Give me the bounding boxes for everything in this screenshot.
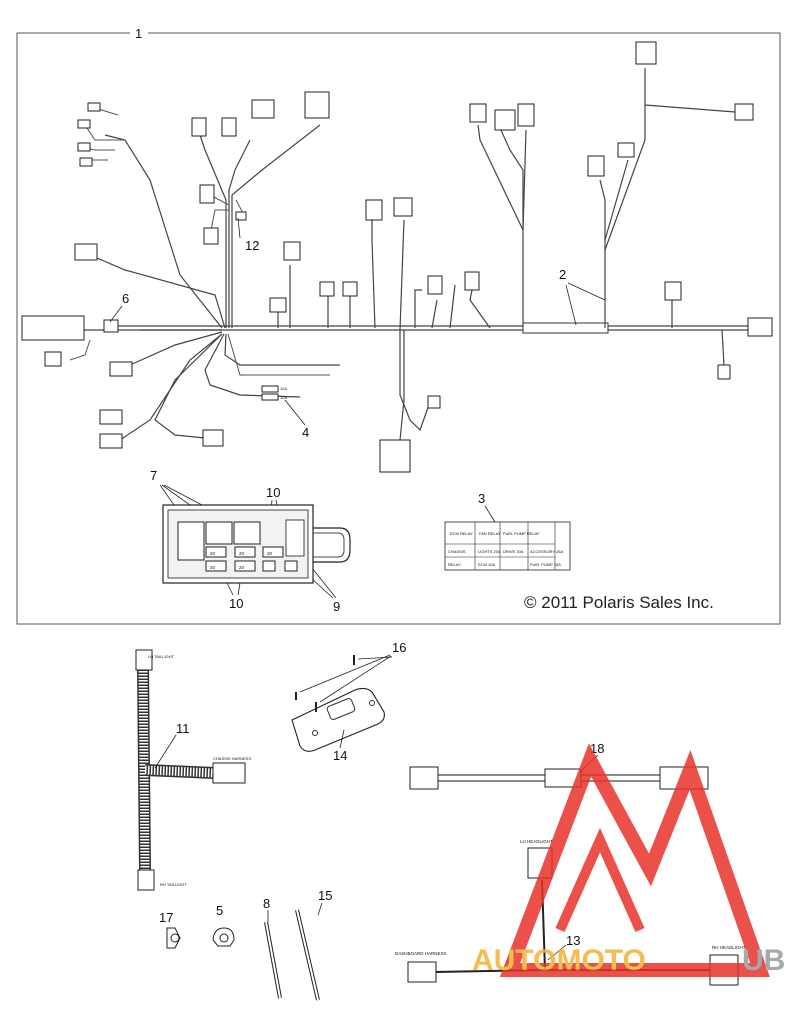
- fuse-value-3: 20: [267, 551, 273, 556]
- callout-16: 16: [392, 640, 406, 655]
- callout-15: 15: [318, 888, 332, 903]
- callout-11: 11: [176, 721, 190, 736]
- card-chassis: CHASSIS: [448, 549, 466, 554]
- main-harness-frame: [16, 32, 781, 625]
- callout-10a: 10: [266, 485, 280, 500]
- callout-13: 13: [566, 933, 580, 948]
- fuse-relay-box: 20 20 20 20 20: [162, 504, 351, 584]
- callout-17: 17: [159, 910, 173, 925]
- fuse-value-2: 20: [239, 551, 245, 556]
- callout-10b: 10: [229, 596, 243, 611]
- callout-8: 8: [263, 896, 270, 911]
- card-accessory: ACCESSORY 25A: [530, 549, 564, 554]
- small-parts: 17 5 8 15: [159, 888, 332, 1001]
- svg-text:12A: 12A: [280, 386, 287, 391]
- card-relay: RELAY: [448, 562, 461, 567]
- callout-7: 7: [150, 468, 157, 483]
- rh-headlight-label: RH HEADLIGHT: [712, 945, 746, 950]
- callout-9: 9: [333, 599, 340, 614]
- watermark-text-left: AUTOMOTO: [472, 944, 646, 977]
- chassis-harness-label: CHASSIS HARNESS: [213, 756, 251, 761]
- rh-taillight-label: RH TAILLIGHT: [160, 882, 187, 887]
- extension-harness: 18: [409, 741, 709, 790]
- card-ecm-relay: ECM RELAY: [450, 531, 473, 536]
- fuse-label-card: ECM RELAY FAN RELAY FUEL PUMP RELAY CHAS…: [444, 521, 571, 571]
- card-lights: LIGHTS 20A: [478, 549, 501, 554]
- watermark-logo: AUTOMOTO UB: [472, 743, 785, 977]
- card-fan-relay: FAN RELAY: [479, 531, 501, 536]
- card-fuel-pump: FUEL PUMP 15A: [530, 562, 561, 567]
- main-harness: [69, 68, 760, 456]
- callout-4: 4: [302, 425, 309, 440]
- fuse-value-4: 20: [210, 565, 216, 570]
- callout-12: 12: [245, 238, 259, 253]
- mounting-bracket: 14 16: [291, 640, 406, 763]
- callout-14: 14: [333, 748, 347, 763]
- svg-text:12A: 12A: [280, 395, 287, 400]
- card-drive: DRIVE 20A: [503, 549, 524, 554]
- callout-3: 3: [478, 491, 485, 506]
- lh-taillight-label: LH TAILLIGHT: [148, 654, 175, 659]
- taillight-harness: LH TAILLIGHT RH TAILLIGHT CHASSIS HARNES…: [135, 649, 251, 891]
- callout-6: 6: [122, 291, 129, 306]
- card-fuel-pump-relay: FUEL PUMP RELAY: [503, 531, 540, 536]
- callout-5: 5: [216, 903, 223, 918]
- copyright-text: © 2011 Polaris Sales Inc.: [524, 593, 714, 612]
- harness-connectors: [21, 41, 773, 473]
- card-ecm: ECM 10A: [478, 562, 495, 567]
- callout-1-label: 1: [135, 26, 142, 41]
- callout-2: 2: [559, 267, 566, 282]
- lh-headlight-label: LH HEADLIGHT: [520, 839, 553, 844]
- watermark-text-right: UB: [742, 944, 785, 977]
- dashboard-harness-label: DASHBOARD HARNESS: [395, 951, 447, 956]
- fuse-value-5: 20: [239, 565, 245, 570]
- fuse-value-1: 20: [210, 551, 216, 556]
